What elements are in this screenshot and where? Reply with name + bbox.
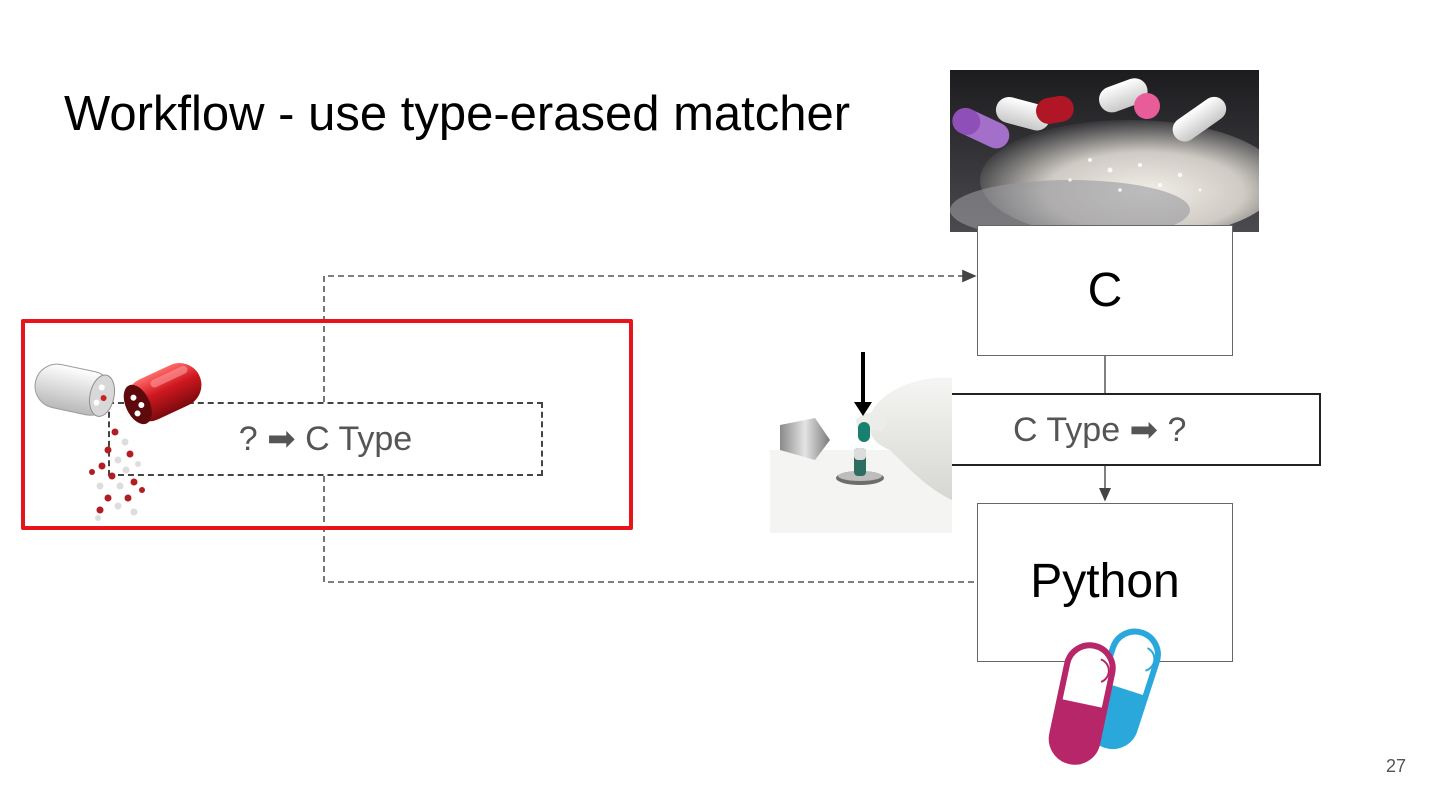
- ctype-box-label: C Type ➡ ?: [1013, 410, 1186, 450]
- c-box-label: C: [1088, 263, 1123, 318]
- python-box-label: Python: [1030, 554, 1179, 609]
- page-number: 27: [1386, 756, 1406, 777]
- open-capsule-icon: [30, 358, 205, 523]
- two-pills-icon: [1040, 625, 1170, 770]
- spilled-granules: [89, 429, 145, 522]
- spilled-capsules-photo: [950, 70, 1259, 232]
- c-box: C: [977, 225, 1233, 356]
- slide-title: Workflow - use type-erased matcher: [64, 86, 850, 142]
- ctype-box: C Type ➡ ?: [945, 393, 1321, 466]
- question-to-ctype-label: ? ➡ C Type: [239, 419, 412, 459]
- gloved-hand-capsule-photo: [770, 350, 952, 533]
